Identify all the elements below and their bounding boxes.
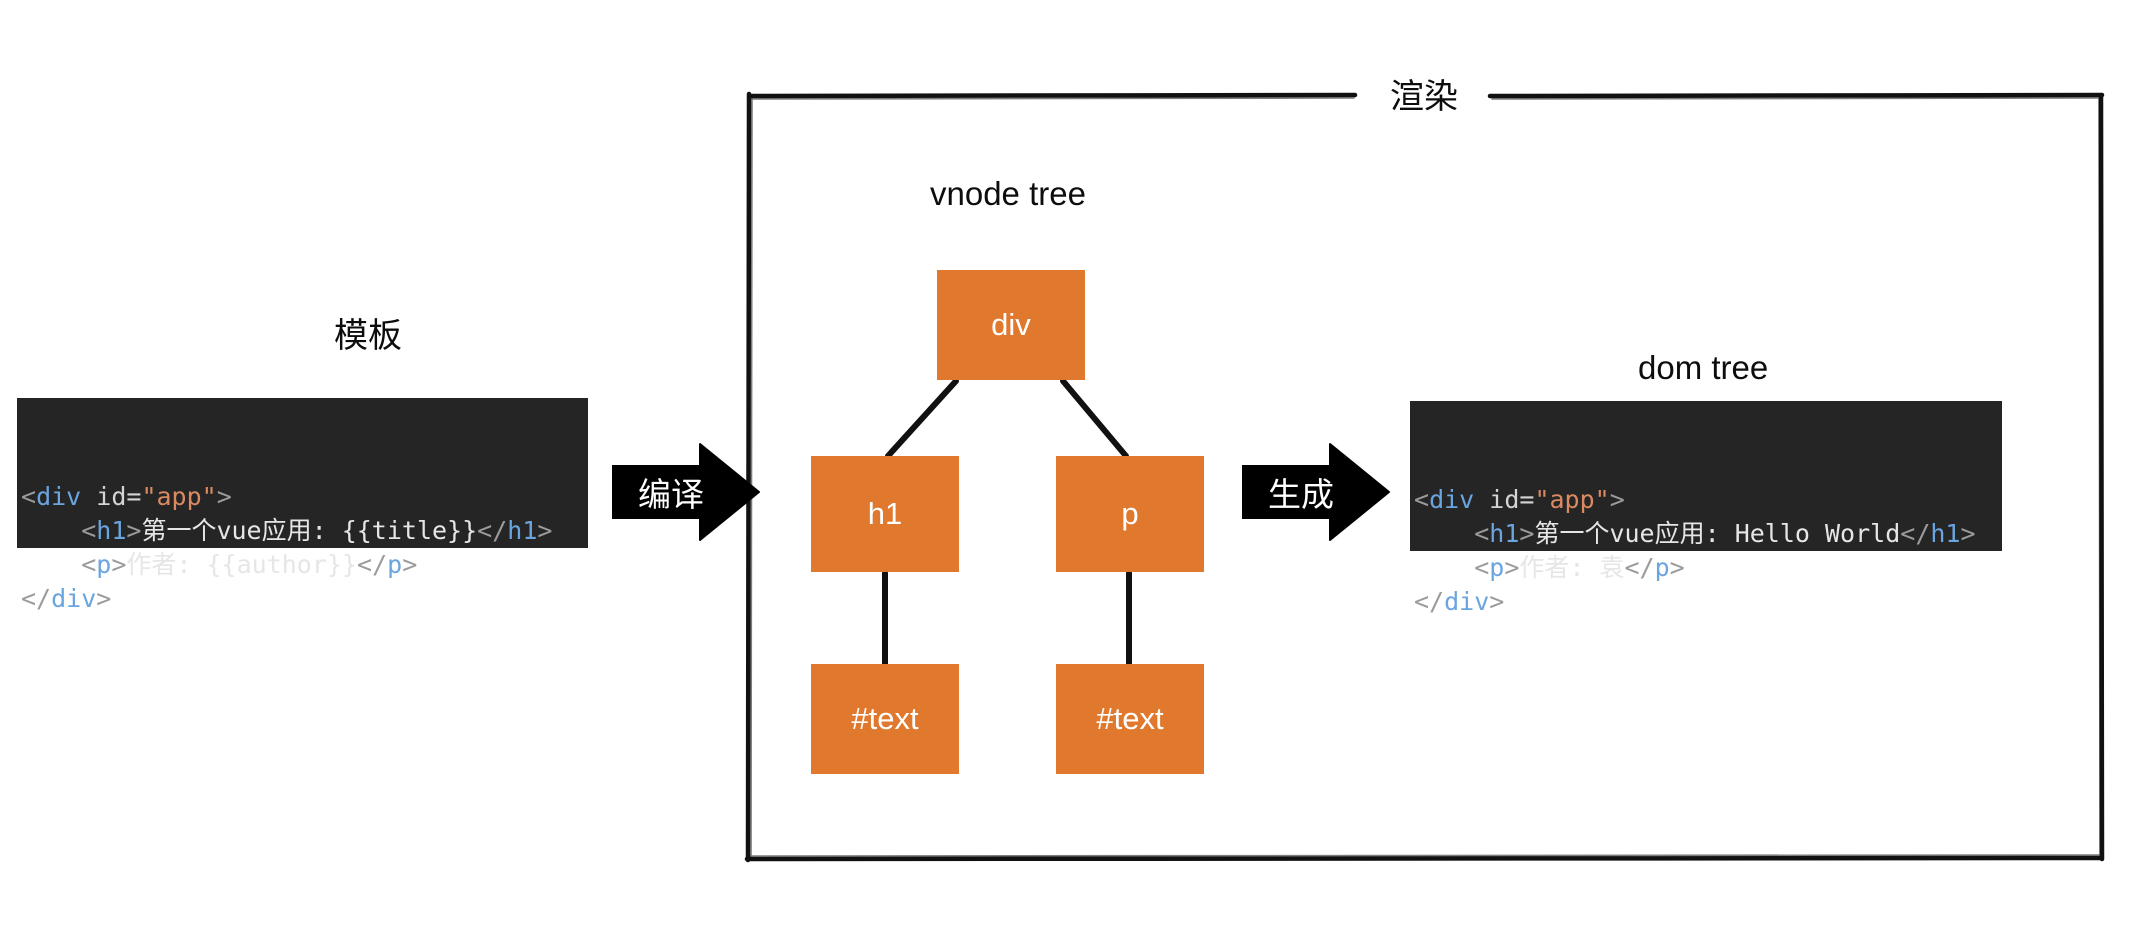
code-line: <p>作者: {{author}}</p> xyxy=(17,548,588,582)
code-token-str: "app" xyxy=(1534,485,1610,514)
code-token-punct: < xyxy=(1414,485,1430,514)
vnode-text-1-label: #text xyxy=(851,701,919,736)
code-line: <p>作者: 袁</p> xyxy=(1410,551,2002,585)
render-label: 渲染 xyxy=(1390,78,1458,116)
dom-tree-label: dom tree xyxy=(1638,349,1769,386)
template-code-block: <div id="app"> <h1>第一个vue应用: {{title}}</… xyxy=(17,398,588,613)
code-token-punct: > xyxy=(1669,553,1685,582)
code-token-text: 第一个vue应用: Hello World xyxy=(1534,519,1901,548)
code-token-tag: p xyxy=(387,550,403,579)
code-token-punct: </ xyxy=(21,584,52,613)
vnode-text-2: #text xyxy=(1056,664,1204,774)
code-line: <h1>第一个vue应用: {{title}}</h1> xyxy=(17,514,588,548)
code-token-punct: > xyxy=(1609,485,1625,514)
code-token-text: 第一个vue应用: {{title}} xyxy=(141,516,478,545)
dom-code-text: <div id="app"> <h1>第一个vue应用: Hello World… xyxy=(1410,483,2002,619)
vnode-h1: h1 xyxy=(811,456,959,572)
vnode-p-label: p xyxy=(1121,496,1139,531)
code-token-punct: </ xyxy=(1624,553,1655,582)
code-token-punct: < xyxy=(21,550,97,579)
code-token-punct: > xyxy=(96,584,112,613)
code-line: <h1>第一个vue应用: Hello World</h1> xyxy=(1410,517,2002,551)
code-token-tag: h1 xyxy=(1930,519,1961,548)
vnode-div-label: div xyxy=(991,307,1031,342)
code-token-tag: p xyxy=(96,550,112,579)
generate-arrow: 生成 xyxy=(1241,440,1390,544)
code-token-tag: div xyxy=(36,482,82,511)
code-token-tag: h1 xyxy=(96,516,127,545)
code-token-punct: < xyxy=(21,482,37,511)
vnode-div: div xyxy=(937,270,1085,380)
code-token-text: 作者: 袁 xyxy=(1519,553,1625,582)
render-container-box xyxy=(730,78,2120,878)
code-token-str: "app" xyxy=(141,482,217,511)
compile-arrow: 编译 xyxy=(611,440,760,544)
code-token-punct: > xyxy=(537,516,553,545)
code-token-punct: > xyxy=(1960,519,1976,548)
code-token-attr: id= xyxy=(1474,485,1535,514)
code-token-punct: > xyxy=(216,482,232,511)
code-token-punct: > xyxy=(402,550,418,579)
code-line: </div> xyxy=(17,582,588,616)
code-token-punct: > xyxy=(1504,553,1520,582)
code-token-punct: < xyxy=(21,516,97,545)
vnode-h1-label: h1 xyxy=(867,496,903,531)
code-token-punct: </ xyxy=(1900,519,1931,548)
code-line: </div> xyxy=(1410,585,2002,619)
code-token-punct: < xyxy=(1414,519,1490,548)
code-token-punct: > xyxy=(111,550,127,579)
code-token-tag: p xyxy=(1489,553,1505,582)
code-token-punct: > xyxy=(126,516,142,545)
code-token-tag: h1 xyxy=(507,516,538,545)
code-token-punct: > xyxy=(1519,519,1535,548)
vnode-text-2-label: #text xyxy=(1096,701,1164,736)
code-token-tag: h1 xyxy=(1489,519,1520,548)
code-token-punct: </ xyxy=(477,516,508,545)
code-token-punct: < xyxy=(1414,553,1490,582)
vnode-tree-label: vnode tree xyxy=(930,175,1086,212)
code-token-text: 作者: {{author}} xyxy=(126,550,358,579)
code-line: <div id="app"> xyxy=(17,480,588,514)
vnode-text-1: #text xyxy=(811,664,959,774)
code-token-tag: div xyxy=(1444,587,1490,616)
vnode-p: p xyxy=(1056,456,1204,572)
code-token-tag: div xyxy=(51,584,97,613)
template-label: 模板 xyxy=(334,317,402,355)
code-token-punct: </ xyxy=(357,550,388,579)
code-line: <div id="app"> xyxy=(1410,483,2002,517)
code-token-attr: id= xyxy=(81,482,142,511)
code-token-tag: div xyxy=(1429,485,1475,514)
code-token-punct: > xyxy=(1489,587,1505,616)
dom-code-block: <div id="app"> <h1>第一个vue应用: Hello World… xyxy=(1410,401,2002,616)
code-token-tag: p xyxy=(1654,553,1670,582)
code-token-punct: </ xyxy=(1414,587,1445,616)
template-code-text: <div id="app"> <h1>第一个vue应用: {{title}}</… xyxy=(17,480,588,616)
